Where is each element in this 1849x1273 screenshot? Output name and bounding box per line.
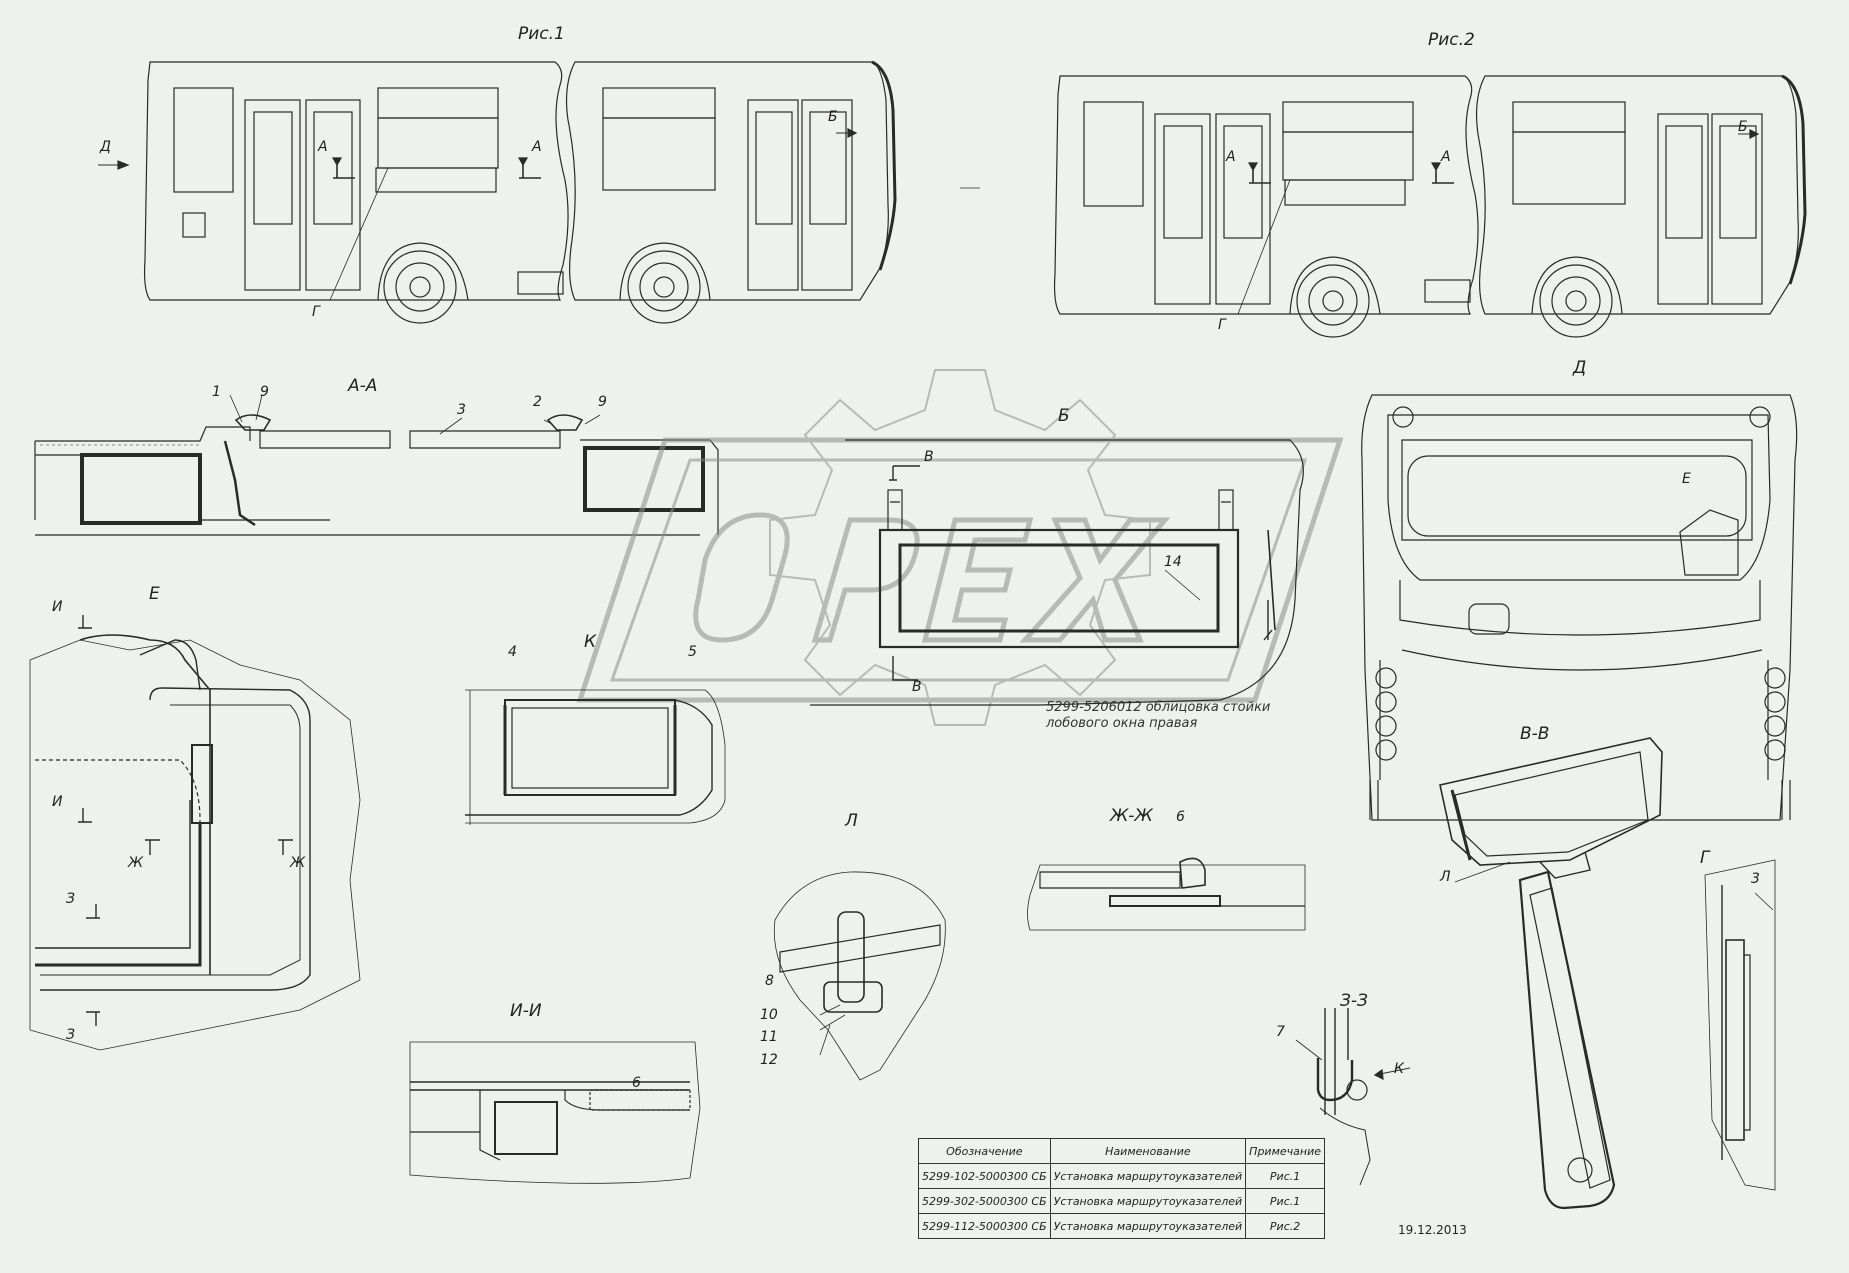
view-b-route-display	[810, 439, 1304, 706]
spec-header-row: Обозначение Наименование Примечание	[918, 1138, 1325, 1164]
trim-note-line2: лобового окна правая	[1046, 716, 1198, 732]
position-5: 5	[688, 644, 697, 660]
position-6-ii: 6	[632, 1075, 641, 1091]
marker-z-top: З	[66, 891, 75, 907]
marker-g-fig1: Г	[312, 304, 320, 320]
view-title-z-z: З-З	[1340, 991, 1368, 1011]
view-k-detail	[465, 689, 726, 825]
position-9-left: 9	[260, 384, 269, 400]
trim-note-line1: 5299-5206012 облицовка стойки	[1046, 700, 1271, 715]
position-9-right: 9	[598, 394, 607, 410]
view-title-e: Е	[149, 584, 160, 604]
marker-v-top: В	[924, 449, 934, 465]
position-1: 1	[212, 384, 221, 400]
fig2-caption: Рис.2	[1428, 30, 1475, 50]
spec-cell-note: Рис.1	[1245, 1163, 1325, 1189]
position-6-zh: 6	[1176, 809, 1185, 825]
marker-i-bottom: И	[52, 794, 63, 810]
marker-l: Л	[1440, 869, 1451, 885]
marker-a-right-fig2: А	[1441, 149, 1451, 165]
marker-zh-right: Ж	[290, 855, 306, 871]
section-v-v-pillar-trim	[1439, 737, 1663, 1210]
spec-header-name: Наименование	[1049, 1138, 1247, 1164]
view-e-detail	[29, 615, 361, 1051]
position-8: 8	[765, 973, 774, 989]
marker-b-arrow-fig2: Б	[1738, 119, 1748, 135]
position-2: 2	[533, 394, 542, 410]
marker-e-rear: Е	[1682, 471, 1691, 487]
spec-cell-name: Установка маршрутоуказателей	[1049, 1188, 1247, 1214]
spec-cell-name: Установка маршрутоуказателей	[1049, 1163, 1247, 1189]
view-title-d: Д	[1573, 358, 1587, 378]
spec-cell-designation: 5299-102-5000300 СБ	[918, 1163, 1051, 1189]
position-3-aa: 3	[457, 402, 466, 418]
drawing-date: 19.12.2013	[1398, 1223, 1467, 1237]
section-i-i	[409, 1041, 701, 1184]
view-title-zh-zh: Ж-Ж	[1110, 806, 1153, 826]
section-z-z	[1295, 1008, 1411, 1186]
marker-zh-left: Ж	[128, 855, 144, 871]
marker-b-arrow-fig1: Б	[828, 109, 838, 125]
view-title-i-i: И-И	[510, 1001, 542, 1021]
spec-cell-designation: 5299-302-5000300 СБ	[918, 1188, 1051, 1214]
marker-a-right-fig1: А	[532, 139, 542, 155]
marker-k-arrow: К	[1394, 1061, 1404, 1077]
view-title-l: Л	[845, 811, 858, 831]
view-g-detail	[1704, 859, 1776, 1191]
spec-cell-note: Рис.2	[1245, 1213, 1325, 1239]
watermark-logo	[576, 369, 1344, 726]
marker-d-arrow: Д	[100, 139, 111, 155]
position-11: 11	[760, 1029, 778, 1045]
position-3-g: 3	[1751, 871, 1760, 887]
marker-v-bottom: В	[912, 679, 922, 695]
view-title-b: Б	[1058, 406, 1070, 426]
table-row: 5299-102-5000300 СБ Установка маршрутоук…	[918, 1163, 1325, 1189]
position-14: 14	[1164, 554, 1182, 570]
position-7: 7	[1276, 1024, 1285, 1040]
bus-side-view-fig1	[98, 60, 980, 324]
spec-header-note: Примечание	[1245, 1138, 1325, 1164]
section-a-a	[34, 394, 719, 536]
marker-g-fig2: Г	[1218, 317, 1226, 333]
section-l-detail	[773, 871, 946, 1081]
bus-side-view-fig2	[1053, 74, 1807, 338]
position-12: 12	[760, 1052, 778, 1068]
specification-table: Обозначение Наименование Примечание 5299…	[918, 1138, 1325, 1239]
spec-header-designation: Обозначение	[918, 1138, 1051, 1164]
position-4: 4	[508, 644, 517, 660]
table-row: 5299-302-5000300 СБ Установка маршрутоук…	[918, 1188, 1325, 1214]
section-zh-zh	[1027, 857, 1306, 931]
spec-cell-designation: 5299-112-5000300 СБ	[918, 1213, 1051, 1239]
view-title-a-a: А-А	[348, 376, 378, 396]
position-10: 10	[760, 1007, 778, 1023]
spec-cell-note: Рис.1	[1245, 1188, 1325, 1214]
marker-a-left-fig1: А	[318, 139, 328, 155]
view-d-bus-rear	[1361, 394, 1798, 821]
marker-a-left-fig2: А	[1226, 149, 1236, 165]
spec-cell-name: Установка маршрутоуказателей	[1049, 1213, 1247, 1239]
marker-i-top: И	[52, 599, 63, 615]
trim-note: 5299-5206012 облицовка стойки лобового о…	[1046, 700, 1270, 733]
fig1-caption: Рис.1	[518, 24, 565, 44]
marker-z-bottom: З	[66, 1027, 75, 1043]
view-title-k: К	[584, 632, 597, 652]
view-title-v-v: В-В	[1520, 724, 1550, 744]
table-row: 5299-112-5000300 СБ Установка маршрутоук…	[918, 1213, 1325, 1239]
view-title-g: Г	[1700, 848, 1710, 868]
